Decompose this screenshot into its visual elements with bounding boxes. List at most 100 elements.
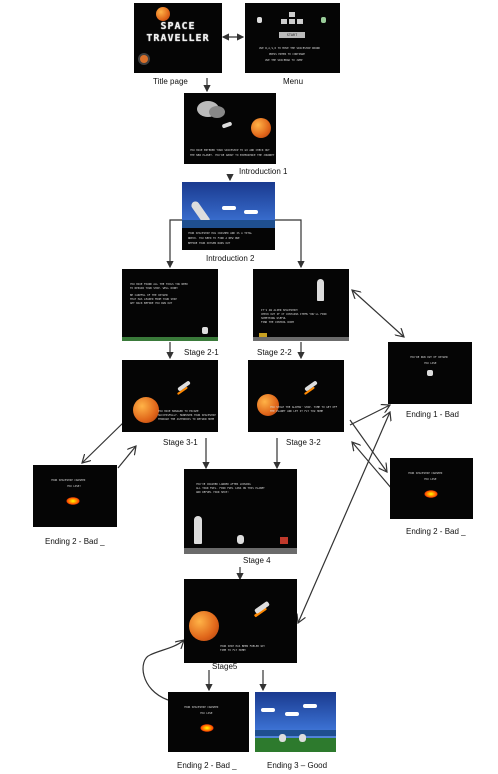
game-title-line1: SPACE — [160, 21, 196, 32]
sea — [255, 730, 336, 736]
astronaut-icon — [279, 734, 286, 742]
smoke-cloud — [209, 106, 225, 118]
astronaut-icon — [202, 327, 208, 334]
stage32-line-1: YOU STOLE THE ALIENS' SHIP. TIME TO GET … — [270, 406, 338, 409]
stage4-line-1: YOU'VE CRASHED LANDED AFTER LOOSING — [196, 483, 251, 486]
stage32-line-2: THE PLANET AND LET IT FLY YOU HOME — [270, 410, 324, 413]
stage22-line-3: SOMETHING USEFUL — [261, 317, 286, 320]
planet-icon — [133, 397, 159, 423]
arrow-stage31-end2left — [82, 419, 127, 463]
end2-right-screen: YOUR SPACESHIP CRASHED YOU LOSE — [390, 458, 473, 519]
menu-line-3: USE THE SPACEBAR TO JUMP — [265, 59, 303, 62]
spaceship-icon — [177, 380, 191, 392]
game-title-line2: TRAVELLER — [146, 33, 210, 44]
explosion-icon — [424, 490, 438, 498]
cloud — [222, 206, 236, 210]
intro2-screen: YOUR SPACESHIP HAS CRASHED AND IS A TOTA… — [182, 182, 275, 250]
stage4-line-3: AND REFUEL YOUR SHIP! — [196, 491, 229, 494]
end2-left-line-1: YOUR SPACESHIP CRASHED — [51, 479, 86, 482]
stage5-screen: YOUR SHIP HAS BEEN FUELED UP! TIME TO FL… — [184, 579, 297, 663]
stage21-line-2: TO REPAIR YOUR SHIP. WELL DONE! — [130, 287, 179, 290]
stage31-screen: YOU HAVE MANAGED TO ESCAPE SUCCESSFULLY.… — [122, 360, 218, 432]
explosion-icon — [66, 497, 80, 505]
end2-right-line-1: YOUR SPACESHIP CRASHED — [408, 472, 443, 475]
stage21-screen: YOU HAVE FOUND ALL THE TOOLS YOU NEED TO… — [122, 269, 218, 341]
arrow-end2bottom-stage5 — [142, 640, 184, 701]
cloud — [244, 210, 258, 214]
end2-bottom-line-1: YOUR SPACESHIP CRASHED — [184, 706, 219, 709]
stage22-label: Stage 2-2 — [257, 348, 292, 357]
end1-line-2: YOU LOSE — [424, 362, 437, 365]
stage21-label: Stage 2-1 — [184, 348, 219, 357]
intro2-line-3: BEFORE YOUR OXYGEN RUNS OUT — [188, 242, 231, 245]
stage31-line-1: YOU HAVE MANAGED TO ESCAPE — [158, 410, 199, 413]
menu-line-1: USE W,A,S,D TO MOVE THE SPACESHIP ROUND — [259, 47, 320, 50]
end2-bottom-screen: YOUR SPACESHIP CRASHED YOU LOSE — [168, 692, 249, 752]
stage21-line-1: YOU HAVE FOUND ALL THE TOOLS YOU NEED — [130, 283, 188, 286]
stage22-line-1: IT'S AN ALIEN SPACESHIP! — [261, 309, 299, 312]
spaceship-icon — [254, 600, 270, 615]
ringed-planet-icon — [140, 55, 148, 63]
ground — [122, 337, 218, 341]
astronaut-icon — [427, 370, 433, 376]
end2-right-label: Ending 2 - Bad _ — [406, 527, 466, 536]
rocket-icon — [317, 279, 324, 301]
end3-screen — [255, 692, 336, 752]
end1-label: Ending 1 - Bad — [406, 410, 459, 419]
stage5-label: Stage5 — [212, 662, 238, 671]
intro2-line-2: WRECK. YOU NEED TO FIND A NEW ONE — [188, 237, 240, 240]
rocket-icon — [194, 516, 202, 544]
stage4-line-2: ALL YOUR FUEL. FIND FUEL CANS ON THIS PL… — [196, 487, 265, 490]
spaceship-icon — [221, 121, 233, 129]
explosion-icon — [200, 724, 214, 732]
end3-label: Ending 3 – Good — [267, 761, 328, 770]
stage21-line-5: GET BACK BEFORE YOU RUN OUT — [130, 302, 173, 305]
stage22-line-2: CHECK OUT IF IT CONTAINS ITEMS YOU'LL FI… — [261, 313, 327, 316]
cloud — [261, 708, 275, 712]
intro2-label: Introduction 2 — [206, 254, 255, 263]
stage31-line-2: SUCCESSFULLY. MANEUVER YOUR SPACESHIP — [158, 414, 216, 417]
arrow-stage32-end1 — [349, 405, 390, 426]
end2-bottom-line-2: YOU LOSE — [200, 712, 213, 715]
menu-line-2: PRESS ENTER TO CONTINUE — [269, 53, 305, 56]
stage31-label: Stage 3-1 — [163, 438, 198, 447]
end2-left-screen: YOUR SPACESHIP CRASHED YOU LOSE! — [33, 465, 117, 527]
stage31-line-3: THROUGH THE ASTEROIDS TO RETURN HOME — [158, 418, 215, 421]
start-button[interactable]: START — [279, 32, 305, 38]
end2-left-line-2: YOU LOSE! — [67, 485, 82, 488]
arrow-end2right-stage32 — [352, 442, 393, 490]
stage21-line-4: THAT HAS LEAKED FROM YOUR SHIP — [130, 298, 177, 301]
cloud — [285, 712, 299, 716]
spaceship-icon — [304, 380, 318, 392]
title-page-screen: SPACE TRAVELLER — [134, 3, 222, 73]
text-panel — [182, 228, 275, 250]
astronaut-icon — [257, 17, 262, 23]
stage5-line-2: TIME TO FLY HOME! — [220, 649, 247, 652]
fuel-can-icon — [259, 333, 267, 337]
ground — [184, 548, 297, 554]
menu-screen: START USE W,A,S,D TO MOVE THE SPACESHIP … — [245, 3, 340, 73]
astronaut-icon — [237, 535, 244, 544]
arrow-end2left-stage31 — [117, 446, 136, 469]
planet-icon — [257, 394, 279, 416]
beach — [255, 738, 336, 752]
ground — [253, 337, 349, 341]
intro1-screen: YOU HAVE ENTERED YOUR SPACESHIP TO GO AN… — [184, 93, 276, 164]
intro1-label: Introduction 1 — [239, 167, 288, 176]
end2-bottom-label: Ending 2 - Bad _ — [177, 761, 237, 770]
end2-left-label: Ending 2 - Bad _ — [45, 537, 105, 546]
intro1-line-2: THE NEW PLANET. YOU'RE ABOUT TO EXPERIEN… — [190, 154, 275, 157]
title-page-label: Title page — [153, 77, 188, 86]
stage4-label: Stage 4 — [243, 556, 271, 565]
fuel-can-icon — [280, 537, 288, 544]
planet-icon — [156, 7, 170, 21]
cloud — [303, 704, 317, 708]
planet-icon — [189, 611, 219, 641]
arrow-intro2-stage22 — [263, 219, 305, 269]
planet-icon — [251, 118, 271, 138]
menu-label: Menu — [283, 77, 304, 86]
stage21-line-3: BE CAREFUL OF THE OXYGEN — [130, 294, 168, 297]
stage22-line-4: FIND THE CONTROL ROOM — [261, 321, 294, 324]
end1-screen: YOU'RE RUN OUT OF OXYGEN YOU LOSE — [388, 342, 472, 404]
sea — [182, 220, 275, 228]
